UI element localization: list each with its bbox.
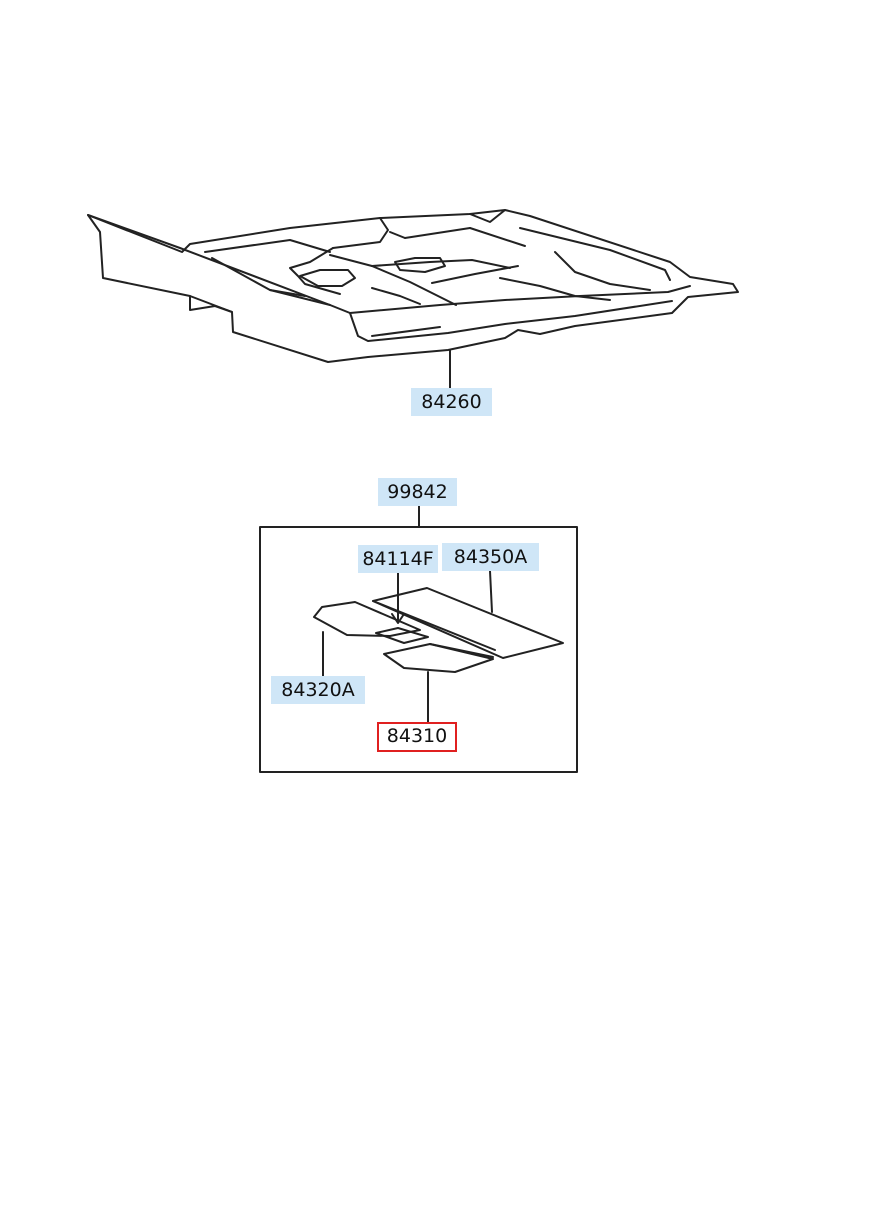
part-label-84310-selected[interactable]: 84310 [377, 722, 457, 752]
part-label-99842[interactable]: 99842 [378, 478, 457, 506]
part-label-84320A[interactable]: 84320A [271, 676, 365, 704]
floor-mats-illustration [313, 587, 564, 673]
part-label-84114F[interactable]: 84114F [358, 545, 438, 573]
arrow-head-icon [391, 613, 405, 624]
part-label-84350A[interactable]: 84350A [442, 543, 539, 571]
floor-covering-illustration [87, 209, 739, 363]
kit-box [259, 526, 578, 773]
leader-line-84350A [489, 570, 493, 613]
part-label-84260[interactable]: 84260 [411, 388, 492, 416]
